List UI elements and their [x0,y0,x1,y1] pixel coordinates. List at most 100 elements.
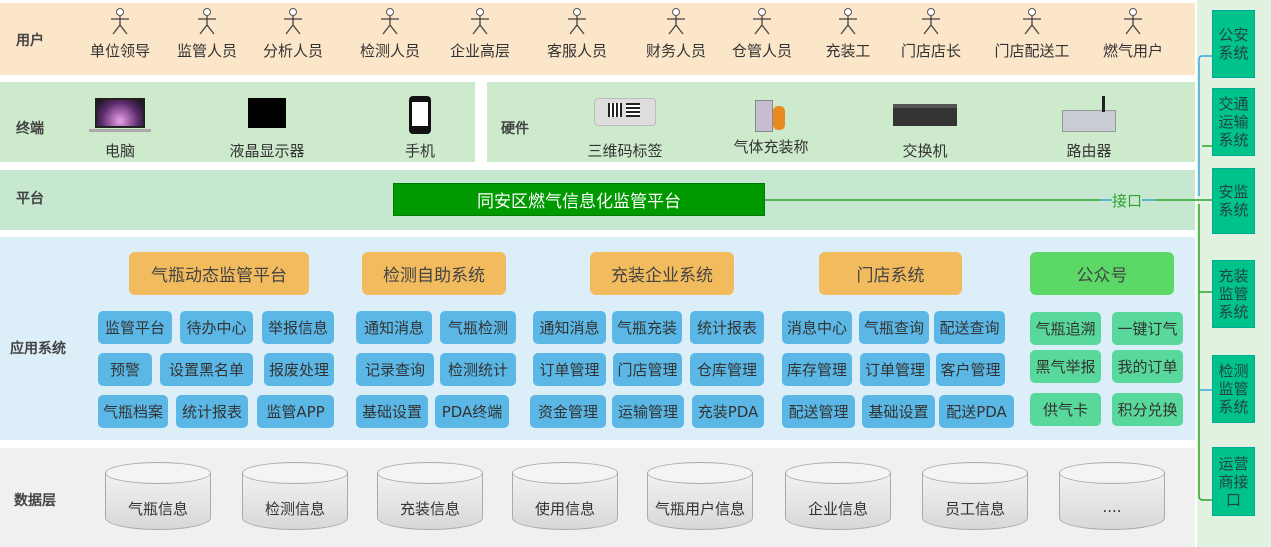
terminal-lcd: 液晶显示器 [207,96,327,161]
app-module-item[interactable]: 统计报表 [176,395,248,428]
app-module-item[interactable]: 统计报表 [690,311,764,344]
app-module-item[interactable]: 资金管理 [530,395,606,428]
layer-label-users: 用户 [16,33,44,49]
actor-icon [198,8,216,35]
app-module-item[interactable]: 积分兑换 [1112,393,1183,426]
qr-tag-icon [594,96,656,134]
app-module-item[interactable]: 举报信息 [262,311,334,344]
external-system[interactable]: 运营商接口 [1212,447,1255,516]
platform-title-box[interactable]: 同安区燃气信息化监管平台 [393,183,765,216]
database-label: 员工信息 [944,500,1005,518]
app-module-item[interactable]: 气瓶追溯 [1030,312,1101,345]
app-module-item[interactable]: 气瓶充装 [612,311,682,344]
laptop-icon [89,96,151,134]
layer-label-terminal: 终端 [16,121,44,137]
app-module-item[interactable]: 基础设置 [862,395,935,428]
external-system[interactable]: 检测监管系统 [1212,355,1255,423]
app-module-item[interactable]: 供气卡 [1030,393,1101,426]
user-role-label: 监管人员 [176,42,237,60]
user-role: 充装工 [803,8,893,61]
user-role-label: 门店店长 [900,42,961,60]
layer-label-platform: 平台 [16,191,44,207]
actor-icon [1124,8,1142,35]
user-role: 门店店长 [886,8,976,61]
app-module-item[interactable]: 订单管理 [533,353,606,386]
external-system[interactable]: 充装监管系统 [1212,260,1255,328]
layer-label-data: 数据层 [14,493,56,509]
actor-icon [667,8,685,35]
app-module-item[interactable]: 设置黑名单 [160,353,253,386]
user-role: 企业高层 [435,8,525,61]
database-icon: 气瓶信息 [105,462,211,530]
external-system[interactable]: 公安系统 [1212,10,1255,78]
app-module-item[interactable]: PDA终端 [435,395,509,428]
users-band [0,3,1195,75]
user-role-label: 门店配送工 [994,42,1070,60]
database-label: 气瓶用户信息 [654,500,745,518]
actor-icon [111,8,129,35]
app-module-item[interactable]: 报废处理 [264,353,334,386]
app-module-item[interactable]: 监管APP [257,395,334,428]
app-module-item[interactable]: 记录查询 [356,353,434,386]
app-module-item[interactable]: 待办中心 [180,311,253,344]
hardware-label: 三维码标签 [587,142,663,160]
layer-label-apps: 应用系统 [10,341,66,357]
database-label: 检测信息 [264,500,325,518]
app-module-item[interactable]: 库存管理 [782,353,852,386]
user-role: 门店配送工 [987,8,1077,61]
user-role: 单位领导 [75,8,165,61]
user-role-label: 充装工 [825,42,871,60]
app-module-item[interactable]: 运输管理 [612,395,684,428]
user-role: 监管人员 [162,8,252,61]
app-module-item[interactable]: 我的订单 [1112,350,1183,383]
app-module-item[interactable]: 通知消息 [356,311,432,344]
phone-icon [409,96,431,134]
hardware-switch: 交换机 [865,96,985,161]
terminal-phone: 手机 [360,96,480,161]
app-module-item[interactable]: 黑气举报 [1030,350,1101,383]
external-system[interactable]: 安监系统 [1212,168,1255,234]
monitor-icon [248,96,286,134]
router-icon [1062,96,1116,134]
hardware-label: 气体充装称 [733,138,809,156]
actor-icon [471,8,489,35]
app-module-item[interactable]: 基础设置 [356,395,428,428]
layer-label-hardware: 硬件 [501,121,529,137]
database-icon: 检测信息 [242,462,348,530]
user-role: 财务人员 [631,8,721,61]
hardware-filling-scale: 气体充装称 [711,92,831,157]
app-module-item[interactable]: 配送查询 [934,311,1005,344]
app-system-header[interactable]: 检测自助系统 [362,252,506,295]
terminal-label: 手机 [404,142,435,160]
app-module-item[interactable]: 充装PDA [692,395,764,428]
app-system-header[interactable]: 门店系统 [819,252,962,295]
user-role-label: 客服人员 [546,42,607,60]
actor-icon [753,8,771,35]
terminal-computer: 电脑 [60,96,180,161]
user-role-label: 企业高层 [449,42,510,60]
user-role-label: 仓管人员 [731,42,792,60]
external-system[interactable]: 交通运输系统 [1212,88,1255,156]
app-module-item[interactable]: 一键订气 [1112,312,1183,345]
app-module-item[interactable]: 监管平台 [98,311,172,344]
app-system-header[interactable]: 公众号 [1030,252,1174,295]
actor-icon [922,8,940,35]
app-system-header[interactable]: 气瓶动态监管平台 [129,252,309,295]
app-module-item[interactable]: 气瓶档案 [98,395,168,428]
app-module-item[interactable]: 气瓶查询 [859,311,929,344]
app-module-item[interactable]: 订单管理 [860,353,930,386]
actor-icon [1023,8,1041,35]
app-module-item[interactable]: 门店管理 [613,353,682,386]
app-module-item[interactable]: 检测统计 [440,353,516,386]
database-icon: 使用信息 [512,462,618,530]
app-module-item[interactable]: 消息中心 [782,311,852,344]
app-module-item[interactable]: 配送管理 [782,395,855,428]
database-label: 企业信息 [807,500,868,518]
app-module-item[interactable]: 通知消息 [533,311,606,344]
app-system-header[interactable]: 充装企业系统 [590,252,734,295]
app-module-item[interactable]: 客户管理 [936,353,1005,386]
app-module-item[interactable]: 仓库管理 [690,353,764,386]
app-module-item[interactable]: 预警 [98,353,152,386]
app-module-item[interactable]: 配送PDA [939,395,1014,428]
app-module-item[interactable]: 气瓶检测 [440,311,516,344]
